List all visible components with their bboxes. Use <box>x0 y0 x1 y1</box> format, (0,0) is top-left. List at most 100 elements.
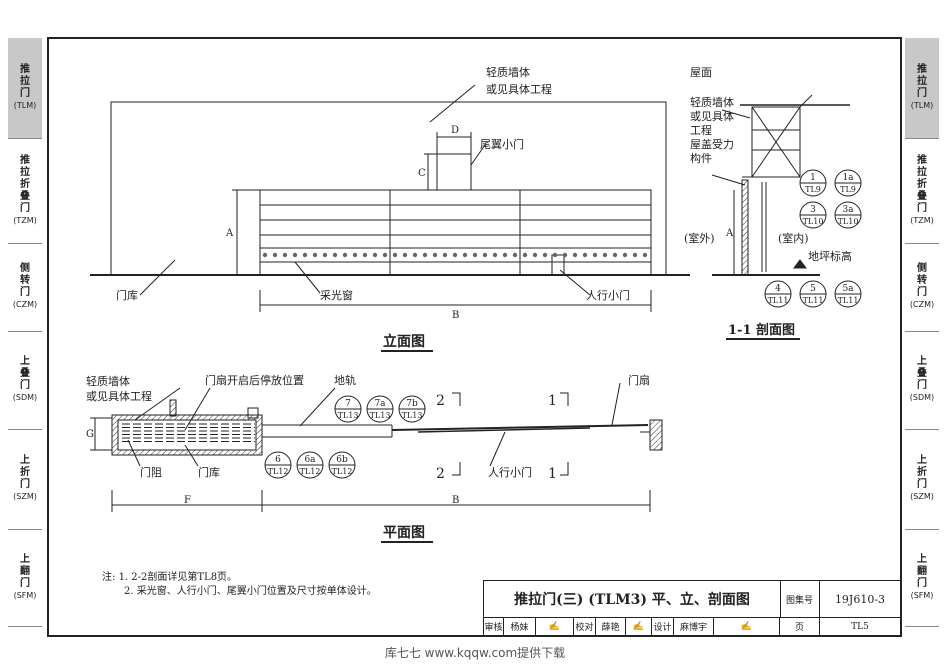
review-label: 审核 <box>484 617 504 636</box>
elev-skylight-label: 采光窗 <box>320 288 353 302</box>
ref-sheet: TL12 <box>300 467 321 476</box>
notes-prefix: 注: <box>102 572 116 583</box>
side-tab-tzm[interactable]: 推拉折叠门(TZM) <box>905 138 939 244</box>
plan-wall-label: 轻质墙体 <box>86 374 130 388</box>
skylight-pane <box>492 252 498 258</box>
side-tab-code: (TLM) <box>13 101 37 110</box>
skylight-pane <box>562 252 568 258</box>
ref-sheet: TL12 <box>332 467 353 476</box>
ref-sheet: TL9 <box>840 185 856 194</box>
side-tab-code: (TLM) <box>910 101 934 110</box>
ref-number: 7a <box>374 399 386 409</box>
check-label: 校对 <box>574 617 596 636</box>
ref-number: 1a <box>842 173 854 183</box>
skylight-pane <box>532 252 538 258</box>
cut-1-top: 1 <box>548 393 557 409</box>
skylight-pane <box>452 252 458 258</box>
skylight-pane <box>262 252 268 258</box>
skylight-pane <box>292 252 298 258</box>
side-tab-label: 上折门 <box>917 455 927 490</box>
side-tab-sfm[interactable]: 上翻门(SFM) <box>905 529 939 627</box>
sec-wall-label-3: 工程 <box>690 124 712 137</box>
skylight-pane <box>592 252 598 258</box>
side-tab-szm[interactable]: 上折门(SZM) <box>905 429 939 530</box>
skylight-pane <box>322 252 328 258</box>
ref-sheet: TL13 <box>402 411 423 420</box>
side-tab-sdm[interactable]: 上叠门(SDM) <box>905 331 939 430</box>
elev-garage-label: 门库 <box>116 288 138 302</box>
skylight-pane <box>512 252 518 258</box>
side-tab-label: 推拉门 <box>20 64 30 99</box>
ref-number: 6a <box>304 455 316 465</box>
side-tab-code: (CZM) <box>909 300 935 309</box>
skylight-pane <box>472 252 478 258</box>
cut-2-top: 2 <box>436 393 445 409</box>
sec-member-label: 构件 <box>690 151 712 165</box>
sec-ground-label: 地坪标高 <box>808 249 852 263</box>
skylight-pane <box>382 252 388 258</box>
dim-d: D <box>451 125 459 136</box>
building-outline <box>110 101 667 276</box>
design-signature: ✍ <box>714 617 780 636</box>
designer-name: 麻博宇 <box>674 617 714 636</box>
side-tab-czm[interactable]: 侧转门(CZM) <box>905 243 939 332</box>
elev-wall-label-2: 或见具体工程 <box>486 82 552 96</box>
side-tab-sfm[interactable]: 上翻门(SFM) <box>8 529 42 627</box>
side-tab-sdm[interactable]: 上叠门 (SDM) <box>8 331 42 430</box>
atlas-label: 图集号 <box>780 581 820 617</box>
side-tab-code: (CZM) <box>12 300 38 309</box>
ref-sheet: TL11 <box>838 296 859 305</box>
ref-sheet: TL10 <box>803 217 824 226</box>
skylight-pane <box>642 252 648 258</box>
section-view <box>711 94 850 276</box>
elevation-view <box>90 84 690 312</box>
skylight-pane <box>582 252 588 258</box>
side-tab-code: (SDM) <box>909 393 935 402</box>
drawing-title: 推拉门(三) (TLM3) 平、立、剖面图 <box>484 581 781 617</box>
plan-leaf-label: 门扇 <box>628 373 650 387</box>
side-tab-label: 上翻门 <box>20 553 30 589</box>
skylight-pane <box>372 252 378 258</box>
skylight-pane <box>272 252 278 258</box>
side-tab-tlm[interactable]: 推拉门(TLM) <box>905 38 939 139</box>
ref-number: 6 <box>275 455 281 465</box>
side-tab-tzm[interactable]: 推拉折叠门(TZM) <box>8 138 42 244</box>
dim-c: C <box>418 168 426 179</box>
side-tab-label: 上折门 <box>20 455 30 490</box>
skylight-dots <box>262 252 648 258</box>
sec-roof-label: 屋面 <box>690 66 712 79</box>
ref-sheet: TL10 <box>838 217 859 226</box>
plan-stop-label: 门阻 <box>140 465 162 479</box>
side-tab-code: (SDM) <box>12 393 38 402</box>
skylight-pane <box>632 252 638 258</box>
side-tab-label: 上叠门 <box>20 356 30 391</box>
sec-wall-label: 轻质墙体 <box>690 95 734 109</box>
page-number: TL5 <box>851 621 869 632</box>
ref-number: 5a <box>842 284 854 294</box>
skylight-pane <box>432 252 438 258</box>
side-tab-label: 推拉折叠门 <box>917 154 927 214</box>
side-tab-czm[interactable]: 侧转门(CZM) <box>8 243 42 332</box>
sec-dim-a: A <box>725 228 734 239</box>
skylight-pane <box>552 252 558 258</box>
plan-title: 平面图 <box>383 525 425 541</box>
skylight-pane <box>342 252 348 258</box>
note-2: 2. 采光窗、人行小门、尾翼小门位置及尺寸按单体设计。 <box>124 586 377 597</box>
side-tab-tlm[interactable]: 推拉门 (TLM) <box>8 38 42 139</box>
side-tab-szm[interactable]: 上折门(SZM) <box>8 429 42 530</box>
sec-outside-label: (室外) <box>684 231 715 245</box>
